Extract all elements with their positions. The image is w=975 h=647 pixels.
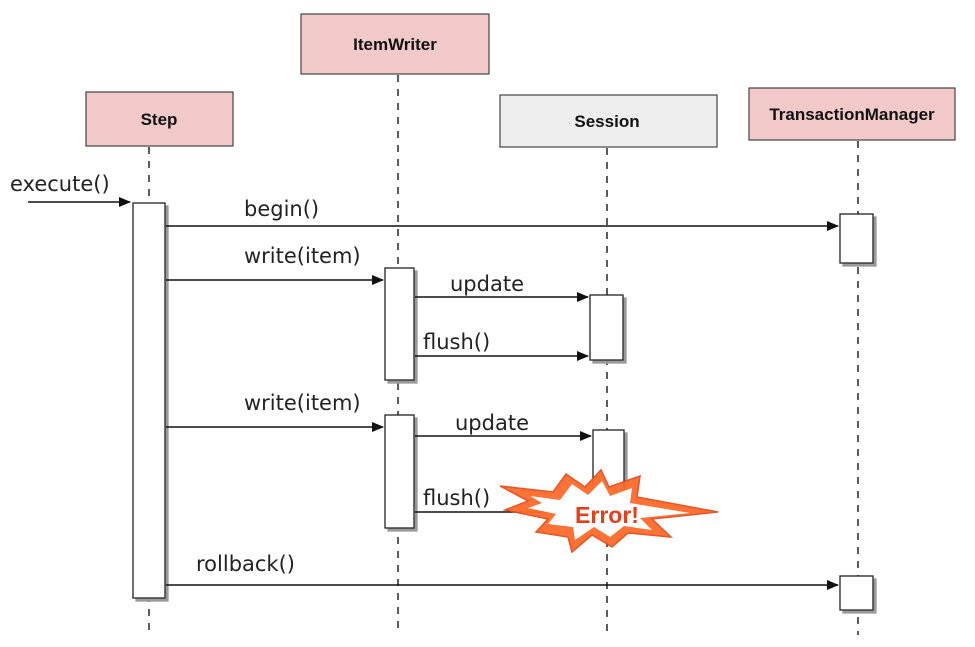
flush-1-label: flush() [423, 330, 490, 354]
begin-label: begin() [244, 197, 319, 221]
error-burst: Error! [499, 468, 719, 554]
participant-step: Step [85, 91, 234, 147]
step-activation [132, 202, 166, 599]
flush-2-label: flush() [423, 486, 490, 510]
tm-activation-begin [839, 213, 874, 264]
update-1-label: update [450, 272, 524, 296]
participant-itemwriter: ItemWriter [300, 13, 490, 75]
write-item-2-label: write(item) [244, 391, 361, 415]
itemwriter-activation-2 [384, 414, 415, 529]
participant-transactionmanager-label: TransactionManager [769, 105, 935, 124]
update-2-label: update [455, 411, 529, 435]
write-item-1-label: write(item) [244, 244, 361, 268]
error-label: Error! [575, 502, 639, 528]
session-activation-1 [589, 294, 624, 361]
participant-transactionmanager: TransactionManager [748, 87, 956, 141]
participant-step-label: Step [141, 110, 178, 129]
rollback-label: rollback() [196, 552, 295, 576]
participant-session: Session [499, 94, 718, 148]
error-burst-core [528, 481, 690, 540]
itemwriter-activation-1 [384, 267, 415, 381]
participant-session-label: Session [574, 112, 639, 131]
execute-label: execute() [10, 172, 110, 196]
participant-itemwriter-label: ItemWriter [353, 35, 437, 54]
tm-activation-rollback [839, 575, 874, 611]
